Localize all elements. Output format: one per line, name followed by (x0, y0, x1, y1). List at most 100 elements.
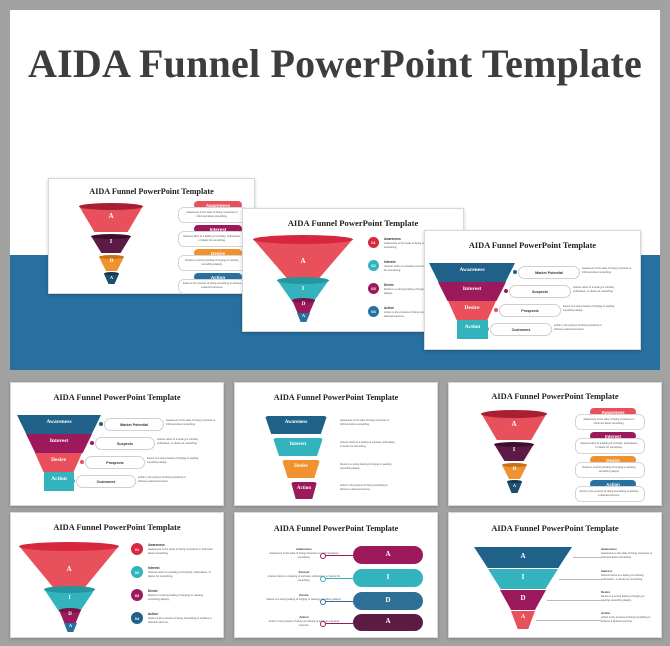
slide-thumbnail-7[interactable]: AIDA Funnel PowerPoint Template A I D A … (10, 512, 224, 638)
cone-letter-d1: D (68, 612, 72, 617)
funnel-rim-action (104, 272, 119, 275)
trapezoid-desire (500, 590, 546, 610)
hero-panel: AIDA Funnel PowerPoint Template AIDA Fun… (10, 10, 660, 370)
trapezoid-letter-d1: D (520, 594, 526, 602)
lozenge-awareness[interactable] (353, 546, 423, 564)
badge-text-interest: Interest refers to a feeling of curiosit… (384, 265, 456, 273)
text-action: Action is the process of doing something… (340, 484, 388, 491)
lozenge-letter-a1: A (385, 550, 391, 558)
card-awareness (575, 414, 645, 430)
band-label-action: Action (464, 324, 481, 330)
pill-market-potential[interactable]: Market Potential (104, 418, 164, 431)
badge-label-desire: Desire (384, 283, 394, 287)
badge-label-interest: Interest (148, 566, 160, 570)
connector-dot-awareness (513, 270, 517, 274)
chip-desire[interactable]: Desire (590, 456, 636, 464)
pill-text-action: Action is the process of doing something… (138, 476, 186, 483)
connector-dot-action (71, 479, 75, 483)
band-action (291, 482, 317, 499)
slide-thumbnail-6[interactable]: AIDA Funnel PowerPoint Template A I D A … (448, 382, 662, 506)
text-label-action: Action (299, 615, 309, 619)
badge-03[interactable]: 03 (131, 589, 143, 601)
card-text-desire: Desire is a strong feeling of longing or… (185, 259, 239, 266)
cone-segment-action (64, 623, 77, 632)
funnel-segment-desire (99, 257, 124, 271)
badge-label-awareness: Awareness (384, 237, 401, 241)
cone-segment-interest (44, 589, 95, 612)
connector-dot-interest (320, 576, 326, 582)
badge-02[interactable]: 02 (131, 566, 143, 578)
slide-thumbnail-1[interactable]: AIDA Funnel PowerPoint Template A I D A … (48, 178, 255, 294)
cone-segment-desire (292, 300, 315, 314)
pill-text-interest: Interest refers to a feeling of curiosit… (157, 438, 199, 445)
chip-interest[interactable]: Interest (590, 432, 636, 440)
trapezoid-letter-a1: A (520, 552, 526, 560)
chip-action[interactable]: Action (194, 273, 242, 281)
pill-customers[interactable]: Customers (490, 323, 552, 336)
badge-01[interactable]: 01 (368, 237, 379, 248)
card-text-desire: Desire is a strong feeling of longing or… (582, 466, 636, 473)
band-label-action: Action (296, 486, 312, 491)
funnel-rim-awareness (79, 203, 143, 210)
card-text-interest: Interest refers to a feeling of curiosit… (183, 235, 241, 242)
text-interest: Interest refers to a feeling of curiosit… (601, 574, 645, 581)
text-label-awareness: Awareness (601, 547, 617, 551)
pill-prospects[interactable]: Prospects (499, 304, 561, 317)
slide-title: AIDA Funnel PowerPoint Template (89, 187, 214, 196)
band-awareness (17, 415, 101, 434)
connector-line-interest (323, 578, 353, 579)
cone-letter-a2: A (68, 623, 73, 628)
text-desire: Desire is a strong feeling of longing or… (266, 598, 342, 601)
badge-04[interactable]: 04 (131, 612, 143, 624)
badge-04[interactable]: 04 (368, 306, 379, 317)
text-label-interest: Interest (601, 569, 612, 573)
trapezoid-letter-a2: A (520, 614, 526, 620)
pill-suspects[interactable]: Suspects (509, 285, 571, 298)
slide-thumbnail-3[interactable]: AIDA Funnel PowerPoint Template Awarenes… (424, 230, 641, 350)
chip-action[interactable]: Action (590, 480, 636, 488)
trapezoid-letter-i1: I (521, 573, 525, 581)
pill-prospects[interactable]: Prospects (85, 456, 145, 469)
chip-awareness[interactable]: Awareness (194, 201, 242, 209)
lozenge-desire[interactable] (353, 592, 423, 610)
text-awareness: Awareness is the state of being consciou… (601, 552, 653, 559)
badge-text-action: Action is the process of doing something… (384, 311, 448, 319)
slide-thumbnail-4[interactable]: AIDA Funnel PowerPoint Template Awarenes… (10, 382, 224, 506)
lozenge-action[interactable] (353, 614, 423, 631)
cone-letter-i1: I (68, 595, 71, 601)
funnel-segment-action (507, 482, 522, 493)
band-label-desire: Desire (464, 305, 480, 311)
band-awareness (429, 263, 515, 282)
slide-thumbnail-5[interactable]: AIDA Funnel PowerPoint Template Awarenes… (234, 382, 438, 506)
cone-rim-desire (292, 298, 315, 303)
connector-dot-awareness (320, 553, 326, 559)
pill-suspects[interactable]: Suspects (95, 437, 155, 450)
funnel-segment-desire (502, 465, 527, 479)
cone-segment-desire (59, 610, 81, 624)
chip-interest[interactable]: Interest (194, 225, 242, 233)
connector-line-desire (547, 600, 601, 601)
cone-letter-d1: D (301, 302, 306, 307)
connector-dot-desire (320, 599, 326, 605)
slide-title: AIDA Funnel PowerPoint Template (287, 218, 419, 228)
pill-market-potential[interactable]: Market Potential (518, 266, 580, 279)
connector-dot-awareness (99, 422, 103, 426)
badge-02[interactable]: 02 (368, 260, 379, 271)
chip-desire[interactable]: Desire (194, 249, 242, 257)
band-label-interest: Interest (289, 442, 307, 447)
funnel-rim-interest (91, 234, 131, 239)
funnel-rim-awareness (481, 410, 547, 418)
funnel-letter-a2: A (109, 275, 114, 280)
connector-dot-desire (80, 460, 84, 464)
pill-customers[interactable]: Customers (76, 475, 136, 488)
badge-text-desire: Desire is a strong feeling of longing or… (148, 594, 204, 602)
slide-thumbnail-8[interactable]: AIDA Funnel PowerPoint Template A I D A … (234, 512, 438, 638)
slide-thumbnail-9[interactable]: AIDA Funnel PowerPoint Template A I D A … (448, 512, 662, 638)
lozenge-interest[interactable] (353, 569, 423, 587)
badge-03[interactable]: 03 (368, 283, 379, 294)
badge-01[interactable]: 01 (131, 543, 143, 555)
card-interest (575, 438, 645, 454)
connector-line-interest (559, 579, 601, 580)
chip-awareness[interactable]: Awareness (590, 408, 636, 416)
